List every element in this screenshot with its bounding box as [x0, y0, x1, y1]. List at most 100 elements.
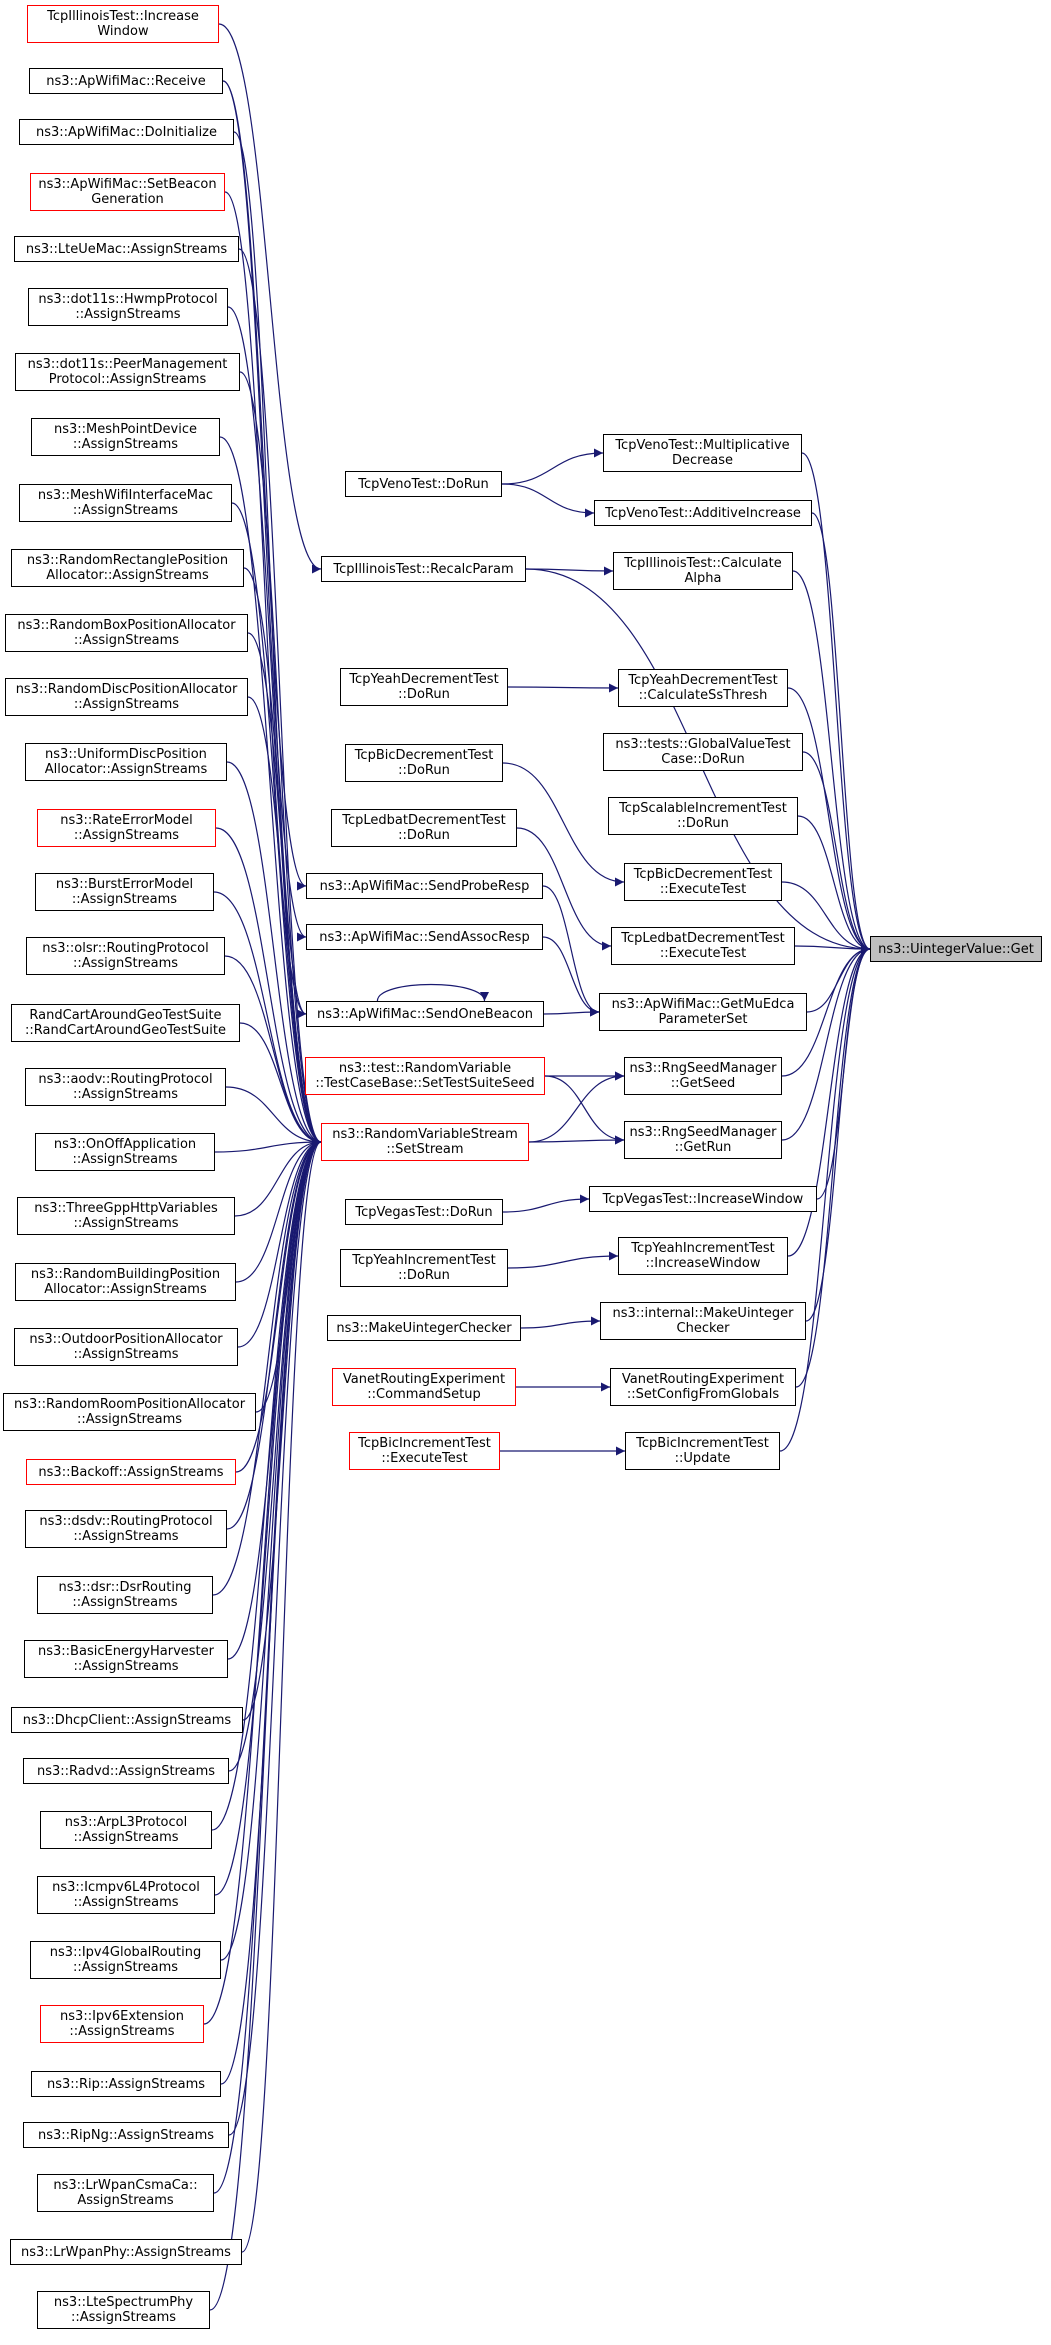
node-randroom[interactable]: ns3::RandomRoomPositionAllocator ::Assig…: [3, 1393, 256, 1431]
edge-yeah_dec_calc-to-get: [787, 687, 871, 954]
edge-veno_dorun-to-veno_md: [501, 448, 604, 485]
edge-vegas_dorun-to-vegas_inc: [502, 1194, 590, 1213]
node-label: TcpBicDecrementTest ::DoRun: [354, 748, 494, 778]
node-label: ns3::test::RandomVariable ::TestCaseBase…: [315, 1061, 535, 1091]
edge-make_uint_checker2-to-make_uint_checker: [520, 1316, 601, 1329]
node-veno_dorun[interactable]: TcpVenoTest::DoRun: [345, 471, 502, 497]
node-label: ns3::RandomRoomPositionAllocator ::Assig…: [13, 1397, 246, 1427]
node-lteuemac[interactable]: ns3::LteUeMac::AssignStreams: [14, 236, 239, 262]
node-label: ns3::ApWifiMac::SendAssocResp: [319, 929, 530, 945]
node-randbuilding[interactable]: ns3::RandomBuildingPosition Allocator::A…: [15, 1263, 236, 1301]
node-label: TcpIllinoisTest::RecalcParam: [333, 561, 514, 577]
node-scal_dorun[interactable]: TcpScalableIncrementTest ::DoRun: [608, 797, 798, 835]
node-label: ns3::ApWifiMac::SendProbeResp: [319, 878, 530, 894]
node-radvd[interactable]: ns3::Radvd::AssignStreams: [23, 1758, 229, 1784]
node-dsdv[interactable]: ns3::dsdv::RoutingProtocol ::AssignStrea…: [25, 1510, 227, 1548]
node-peermgmt[interactable]: ns3::dot11s::PeerManagement Protocol::As…: [15, 353, 240, 391]
node-illi_recalc[interactable]: TcpIllinoisTest::RecalcParam: [321, 556, 526, 582]
node-getmuedca[interactable]: ns3::ApWifiMac::GetMuEdca ParameterSet: [599, 993, 807, 1031]
node-settestsuiteseed[interactable]: ns3::test::RandomVariable ::TestCaseBase…: [305, 1057, 545, 1095]
edge-radvd-to-setstream: [228, 1137, 322, 1772]
node-bic_inc_exec[interactable]: TcpBicIncrementTest ::ExecuteTest: [349, 1432, 500, 1470]
node-meshpoint[interactable]: ns3::MeshPointDevice ::AssignStreams: [31, 418, 220, 456]
node-dsr[interactable]: ns3::dsr::DsrRouting ::AssignStreams: [37, 1576, 213, 1614]
node-ipv6ext[interactable]: ns3::Ipv6Extension ::AssignStreams: [40, 2005, 204, 2043]
node-veno_md[interactable]: TcpVenoTest::Multiplicative Decrease: [603, 434, 802, 472]
node-veno_ai[interactable]: TcpVenoTest::AdditiveIncrease: [594, 500, 812, 526]
edge-rateerror-to-setstream: [215, 827, 322, 1147]
node-randcart[interactable]: RandCartAroundGeoTestSuite ::RandCartAro…: [11, 1004, 240, 1042]
node-ap_setbeacongen[interactable]: ns3::ApWifiMac::SetBeacon Generation: [30, 173, 225, 211]
node-basicenergy[interactable]: ns3::BasicEnergyHarvester ::AssignStream…: [24, 1640, 228, 1678]
node-yeah_inc_win[interactable]: TcpYeahIncrementTest ::IncreaseWindow: [618, 1237, 788, 1275]
node-label: ns3::dot11s::PeerManagement Protocol::As…: [27, 357, 228, 387]
node-setstream[interactable]: ns3::RandomVariableStream ::SetStream: [321, 1123, 529, 1161]
node-sendassocresp[interactable]: ns3::ApWifiMac::SendAssocResp: [306, 924, 543, 950]
node-lrwpanphy[interactable]: ns3::LrWpanPhy::AssignStreams: [10, 2239, 242, 2265]
node-label: ns3::OutdoorPositionAllocator ::AssignSt…: [29, 1332, 223, 1362]
node-onoff[interactable]: ns3::OnOffApplication ::AssignStreams: [35, 1133, 215, 1171]
edge-yeah_dec_dorun-to-yeah_dec_calc: [507, 683, 619, 693]
node-label: TcpVegasTest::DoRun: [355, 1204, 493, 1220]
node-yeah_dec_dorun[interactable]: TcpYeahDecrementTest ::DoRun: [340, 668, 508, 706]
node-label: ns3::RngSeedManager ::GetSeed: [629, 1061, 777, 1091]
node-backoff[interactable]: ns3::Backoff::AssignStreams: [26, 1459, 236, 1485]
node-randbox[interactable]: ns3::RandomBoxPositionAllocator ::Assign…: [5, 614, 248, 652]
node-bic_inc_update[interactable]: TcpBicIncrementTest ::Update: [625, 1432, 780, 1470]
node-label: TcpYeahDecrementTest ::DoRun: [349, 672, 499, 702]
node-vanet_setcfg[interactable]: VanetRoutingExperiment ::SetConfigFromGl…: [610, 1368, 796, 1406]
node-aodv[interactable]: ns3::aodv::RoutingProtocol ::AssignStrea…: [25, 1068, 226, 1106]
node-icmpv6[interactable]: ns3::Icmpv6L4Protocol ::AssignStreams: [37, 1876, 215, 1914]
node-label: ns3::Backoff::AssignStreams: [38, 1464, 224, 1480]
node-bursterror[interactable]: ns3::BurstErrorModel ::AssignStreams: [35, 873, 214, 911]
node-vegas_dorun[interactable]: TcpVegasTest::DoRun: [345, 1199, 503, 1225]
node-label: ns3::dsr::DsrRouting ::AssignStreams: [58, 1580, 192, 1610]
node-arpl3[interactable]: ns3::ArpL3Protocol ::AssignStreams: [40, 1811, 212, 1849]
node-rip[interactable]: ns3::Rip::AssignStreams: [31, 2071, 221, 2097]
node-illi_alpha[interactable]: TcpIllinoisTest::Calculate Alpha: [613, 552, 793, 590]
node-ledbat_dorun[interactable]: TcpLedbatDecrementTest ::DoRun: [331, 809, 517, 847]
node-ripng[interactable]: ns3::RipNg::AssignStreams: [23, 2122, 229, 2148]
node-bic_dec_dorun[interactable]: TcpBicDecrementTest ::DoRun: [345, 744, 503, 782]
node-illi_incwin[interactable]: TcpIllinoisTest::Increase Window: [27, 5, 219, 43]
node-ap_doinit[interactable]: ns3::ApWifiMac::DoInitialize: [19, 119, 234, 145]
node-ap_receive[interactable]: ns3::ApWifiMac::Receive: [29, 68, 223, 94]
node-gv_dorun[interactable]: ns3::tests::GlobalValueTest Case::DoRun: [603, 733, 803, 771]
edge-threegpp-to-setstream: [234, 1137, 322, 1217]
node-sendproberesp[interactable]: ns3::ApWifiMac::SendProbeResp: [306, 873, 543, 899]
node-rateerror[interactable]: ns3::RateErrorModel ::AssignStreams: [37, 809, 216, 847]
node-vanet_cmd[interactable]: VanetRoutingExperiment ::CommandSetup: [332, 1368, 516, 1406]
edge-gv_dorun-to-get: [802, 751, 871, 954]
node-ledbat_exec[interactable]: TcpLedbatDecrementTest ::ExecuteTest: [611, 927, 795, 965]
node-ltespectrum[interactable]: ns3::LteSpectrumPhy ::AssignStreams: [37, 2291, 210, 2329]
node-hwmp[interactable]: ns3::dot11s::HwmpProtocol ::AssignStream…: [28, 288, 228, 326]
node-yeah_inc_dorun[interactable]: TcpYeahIncrementTest ::DoRun: [340, 1249, 508, 1287]
node-label: ns3::Ipv4GlobalRouting ::AssignStreams: [49, 1945, 202, 1975]
node-label: ns3::ArpL3Protocol ::AssignStreams: [64, 1815, 188, 1845]
edge-aodv-to-setstream: [225, 1086, 322, 1147]
node-bic_dec_exec[interactable]: TcpBicDecrementTest ::ExecuteTest: [624, 863, 782, 901]
node-meshwifi[interactable]: ns3::MeshWifiInterfaceMac ::AssignStream…: [19, 484, 232, 522]
edge-setstream-to-rng_run: [528, 1135, 625, 1145]
node-rng_run[interactable]: ns3::RngSeedManager ::GetRun: [624, 1121, 782, 1159]
node-olsr[interactable]: ns3::olsr::RoutingProtocol ::AssignStrea…: [26, 937, 225, 975]
node-label: ns3::RateErrorModel ::AssignStreams: [60, 813, 193, 843]
node-ipv4global[interactable]: ns3::Ipv4GlobalRouting ::AssignStreams: [30, 1941, 221, 1979]
node-sendonebeacon[interactable]: ns3::ApWifiMac::SendOneBeacon: [306, 1001, 544, 1027]
node-lrwpancsma[interactable]: ns3::LrWpanCsmaCa:: AssignStreams: [37, 2174, 214, 2212]
node-randrect[interactable]: ns3::RandomRectanglePosition Allocator::…: [11, 549, 244, 587]
node-vegas_inc[interactable]: TcpVegasTest::IncreaseWindow: [589, 1186, 817, 1212]
node-label: ns3::LteSpectrumPhy ::AssignStreams: [53, 2295, 194, 2325]
node-label: ns3::BurstErrorModel ::AssignStreams: [55, 877, 194, 907]
node-yeah_dec_calc[interactable]: TcpYeahDecrementTest ::CalculateSsThresh: [618, 669, 788, 707]
node-outdoor[interactable]: ns3::OutdoorPositionAllocator ::AssignSt…: [14, 1328, 238, 1366]
node-rng_seed[interactable]: ns3::RngSeedManager ::GetSeed: [624, 1057, 782, 1095]
node-unifdisc[interactable]: ns3::UniformDiscPosition Allocator::Assi…: [25, 743, 227, 781]
node-make_uint_checker2[interactable]: ns3::MakeUintegerChecker: [327, 1315, 521, 1341]
node-threegpp[interactable]: ns3::ThreeGppHttpVariables ::AssignStrea…: [17, 1197, 235, 1235]
node-dhcp[interactable]: ns3::DhcpClient::AssignStreams: [11, 1707, 243, 1733]
node-label: ns3::LrWpanPhy::AssignStreams: [21, 2244, 231, 2260]
edge-arpl3-to-setstream: [211, 1137, 322, 1831]
node-make_uint_checker[interactable]: ns3::internal::MakeUinteger Checker: [600, 1302, 806, 1340]
node-randdisc[interactable]: ns3::RandomDiscPositionAllocator ::Assig…: [5, 678, 248, 716]
